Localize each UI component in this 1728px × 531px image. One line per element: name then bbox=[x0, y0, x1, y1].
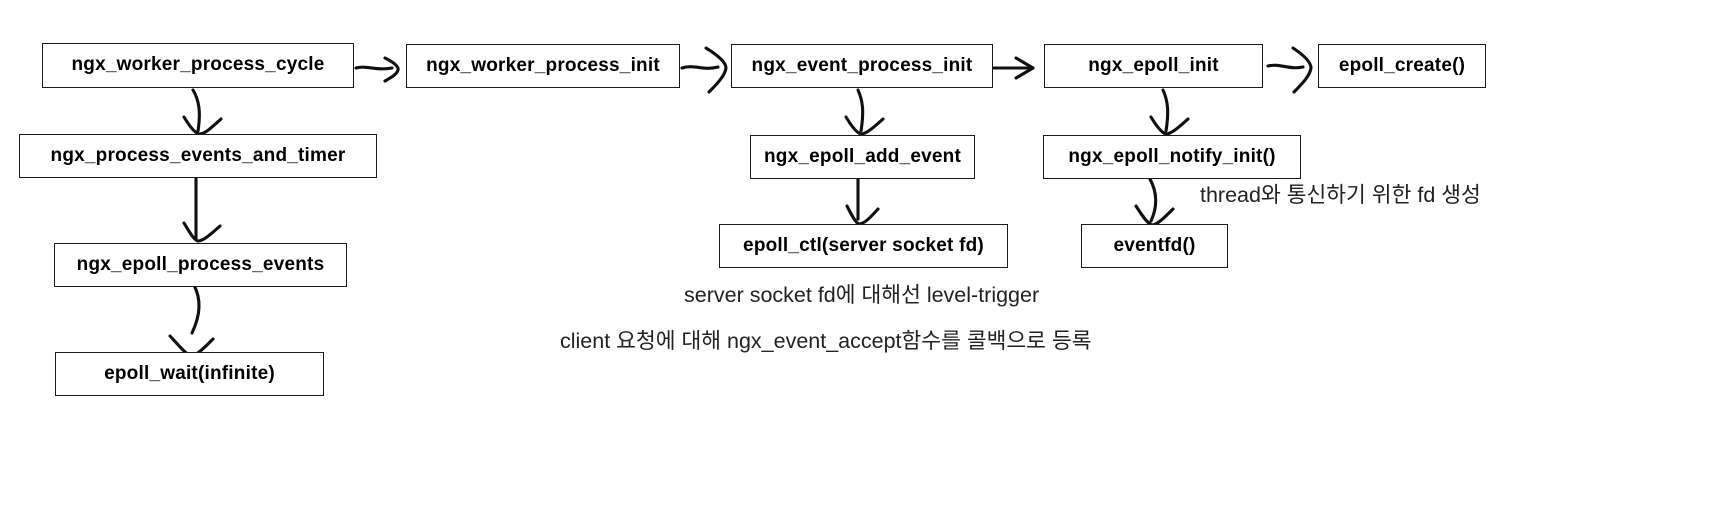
node-label: ngx_process_events_and_timer bbox=[50, 144, 346, 166]
node-ngx-worker-process-init[interactable]: ngx_worker_process_init bbox=[406, 44, 680, 88]
arrow-cycle-to-process-events bbox=[191, 88, 201, 133]
arrow-worker-init-to-event-init bbox=[680, 65, 720, 70]
node-label: ngx_epoll_add_event bbox=[763, 145, 962, 167]
arrowhead-epoll-init-to-notify-init bbox=[1149, 115, 1190, 136]
node-epoll-ctl-server-socket-fd[interactable]: epoll_ctl(server socket fd) bbox=[719, 224, 1008, 268]
node-label: eventfd() bbox=[1113, 234, 1196, 256]
node-ngx-process-events-and-timer[interactable]: ngx_process_events_and_timer bbox=[19, 134, 377, 178]
node-label: ngx_worker_process_cycle bbox=[71, 54, 325, 76]
node-ngx-event-process-init[interactable]: ngx_event_process_init bbox=[731, 44, 993, 88]
arrow-epoll-process-to-epoll-wait bbox=[190, 283, 201, 335]
node-label: ngx_epoll_process_events bbox=[76, 253, 325, 275]
arrowhead-epoll-init-to-epoll-create bbox=[1291, 46, 1313, 94]
note-level-trigger: server socket fd에 대해선 level-trigger bbox=[684, 283, 1040, 307]
node-label: epoll_ctl(server socket fd) bbox=[743, 234, 984, 256]
arrowhead-process-events-to-epoll-process bbox=[182, 221, 222, 243]
node-label: ngx_event_process_init bbox=[751, 54, 973, 76]
node-epoll-create[interactable]: epoll_create() bbox=[1318, 44, 1486, 88]
arrowhead-cycle-to-process-events bbox=[182, 115, 223, 136]
arrow-cycle-to-worker-init bbox=[354, 65, 394, 71]
arrowhead-notify-init-to-eventfd bbox=[1134, 204, 1175, 227]
node-ngx-epoll-notify-init[interactable]: ngx_epoll_notify_init() bbox=[1043, 135, 1301, 179]
node-label: epoll_create() bbox=[1338, 54, 1466, 76]
node-label: ngx_epoll_notify_init() bbox=[1068, 145, 1276, 167]
arrow-notify-init-to-eventfd bbox=[1148, 177, 1158, 223]
node-label: epoll_wait(infinite) bbox=[104, 362, 275, 384]
node-label: ngx_epoll_init bbox=[1088, 54, 1219, 76]
note-thread-fd: thread와 통신하기 위한 fd 생성 bbox=[1200, 183, 1481, 207]
arrowhead-event-init-to-epoll-init bbox=[1014, 56, 1035, 80]
arrow-epoll-init-to-notify-init bbox=[1161, 88, 1170, 133]
node-ngx-worker-process-cycle[interactable]: ngx_worker_process_cycle bbox=[42, 43, 354, 88]
arrow-event-init-to-add-event bbox=[856, 88, 865, 133]
note-accept-callback: client 요청에 대해 ngx_event_accept함수를 콜백으로 등… bbox=[560, 329, 1092, 353]
arrowhead-worker-init-to-event-init bbox=[704, 46, 728, 94]
node-label: ngx_worker_process_init bbox=[426, 54, 660, 76]
node-epoll-wait-infinite[interactable]: epoll_wait(infinite) bbox=[55, 352, 324, 396]
node-ngx-epoll-process-events[interactable]: ngx_epoll_process_events bbox=[54, 243, 347, 287]
arrowhead-add-event-to-epoll-ctl bbox=[845, 204, 880, 226]
node-ngx-epoll-init[interactable]: ngx_epoll_init bbox=[1044, 44, 1263, 88]
arrowhead-cycle-to-worker-init bbox=[383, 56, 400, 83]
node-eventfd[interactable]: eventfd() bbox=[1081, 224, 1228, 268]
node-ngx-epoll-add-event[interactable]: ngx_epoll_add_event bbox=[750, 135, 975, 179]
arrowhead-event-init-to-add-event bbox=[844, 115, 885, 136]
arrow-epoll-init-to-epoll-create bbox=[1266, 63, 1305, 70]
